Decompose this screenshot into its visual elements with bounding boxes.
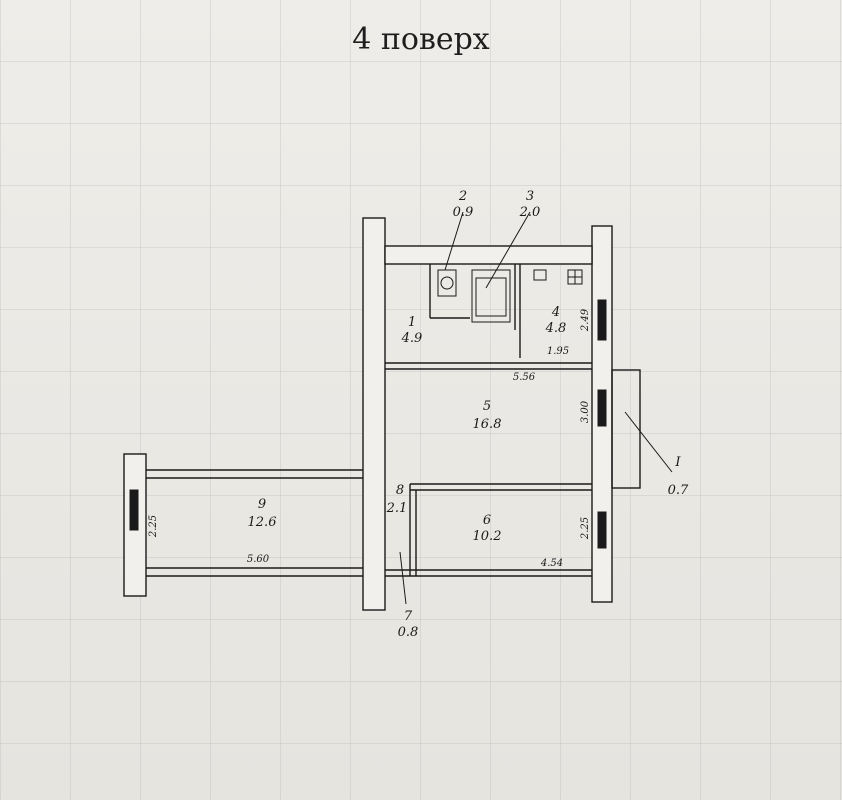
room-8-area: 2.1 xyxy=(386,501,408,516)
room-3-area: 2.0 xyxy=(519,205,541,220)
room-8-number: 8 xyxy=(396,483,404,498)
dimension-label: 2.25 xyxy=(148,515,159,538)
room-1-number: 1 xyxy=(408,315,416,330)
balcony-area: 0.7 xyxy=(668,483,689,498)
room-6-number: 6 xyxy=(483,513,491,528)
room-4-area: 4.8 xyxy=(545,321,567,336)
floor-title: 4 поверх xyxy=(352,22,490,57)
walls xyxy=(123,217,641,611)
room-1-area: 4.9 xyxy=(401,331,423,346)
dimension-label: 4.54 xyxy=(540,558,563,569)
room-5-area: 16.8 xyxy=(473,417,502,432)
dimension-label: 5.56 xyxy=(513,372,536,383)
room-9-number: 9 xyxy=(258,497,266,512)
balcony-number: I xyxy=(674,455,681,470)
room-7-area: 0.8 xyxy=(398,625,419,640)
dimension-label: 2.49 xyxy=(580,308,591,332)
room-7-number: 7 xyxy=(404,609,413,624)
room-2-area: 0.9 xyxy=(453,205,474,220)
dimension-label: 5.60 xyxy=(247,554,270,565)
fixtures xyxy=(129,211,673,605)
room-2-number: 2 xyxy=(458,189,467,204)
dimension-label: 1.95 xyxy=(547,346,569,357)
dimension-label: 3.00 xyxy=(580,400,591,423)
dimension-label: 2.25 xyxy=(580,517,591,540)
room-6-area: 10.2 xyxy=(473,529,502,544)
room-4-number: 4 xyxy=(551,305,560,320)
room-9-area: 12.6 xyxy=(248,515,277,530)
room-5-number: 5 xyxy=(483,399,491,414)
room-3-number: 3 xyxy=(526,189,534,204)
